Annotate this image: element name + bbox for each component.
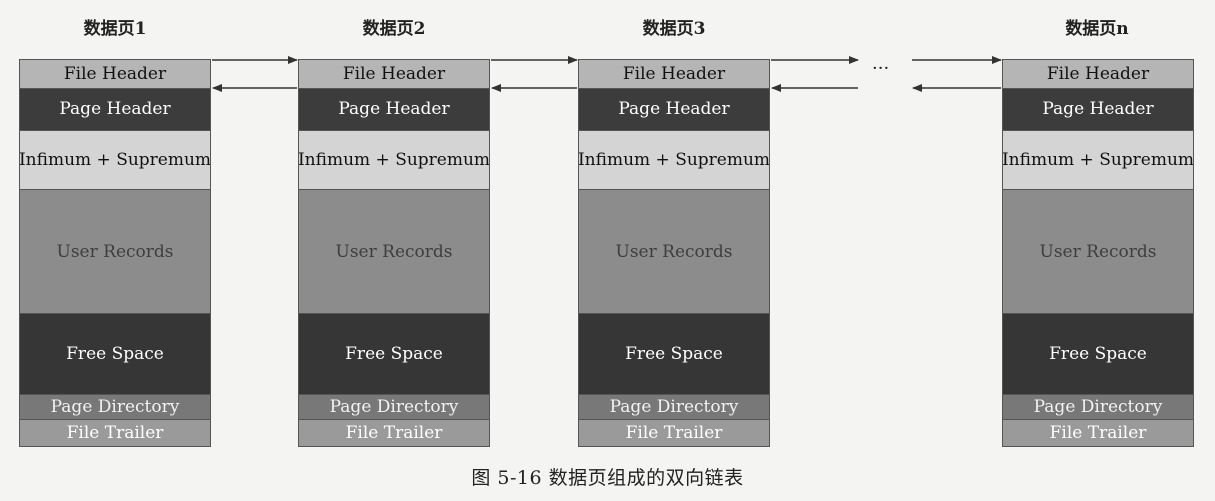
user-records: User Records [20,190,210,314]
ellipsis: ··· [872,58,890,79]
free-space: Free Space [579,313,769,396]
page-1-label: 数据页1 [83,19,147,39]
free-space: Free Space [299,313,489,396]
page-directory: Page Directory [579,395,769,421]
file-header: File Header [1003,60,1193,89]
infimum-supremum: Infimum + Supremum [299,130,489,191]
infimum-supremum: Infimum + Supremum [579,130,769,191]
file-header: File Header [20,60,210,89]
page-directory: Page Directory [299,395,489,421]
figure-caption: 图 5-16 数据页组成的双向链表 [471,467,744,489]
free-space: Free Space [20,313,210,396]
user-records: User Records [579,190,769,314]
file-header: File Header [299,60,489,89]
page-3-label: 数据页3 [642,19,706,39]
infimum-supremum: Infimum + Supremum [20,130,210,191]
data-page-3: File Header Page Header Infimum + Suprem… [578,59,770,447]
file-header: File Header [579,60,769,89]
file-trailer: File Trailer [1003,420,1193,446]
page-directory: Page Directory [20,395,210,421]
data-page-2: File Header Page Header Infimum + Suprem… [298,59,490,447]
page-directory: Page Directory [1003,395,1193,421]
free-space: Free Space [1003,313,1193,396]
infimum-supremum: Infimum + Supremum [1003,130,1193,191]
user-records: User Records [1003,190,1193,314]
page-header: Page Header [1003,88,1193,131]
data-page-n: File Header Page Header Infimum + Suprem… [1002,59,1194,447]
file-trailer: File Trailer [579,420,769,446]
data-page-1: File Header Page Header Infimum + Suprem… [19,59,211,447]
user-records: User Records [299,190,489,314]
file-trailer: File Trailer [299,420,489,446]
page-header: Page Header [299,88,489,131]
page-2-label: 数据页2 [362,19,426,39]
page-header: Page Header [20,88,210,131]
page-n-label: 数据页n [1065,19,1129,39]
file-trailer: File Trailer [20,420,210,446]
page-header: Page Header [579,88,769,131]
